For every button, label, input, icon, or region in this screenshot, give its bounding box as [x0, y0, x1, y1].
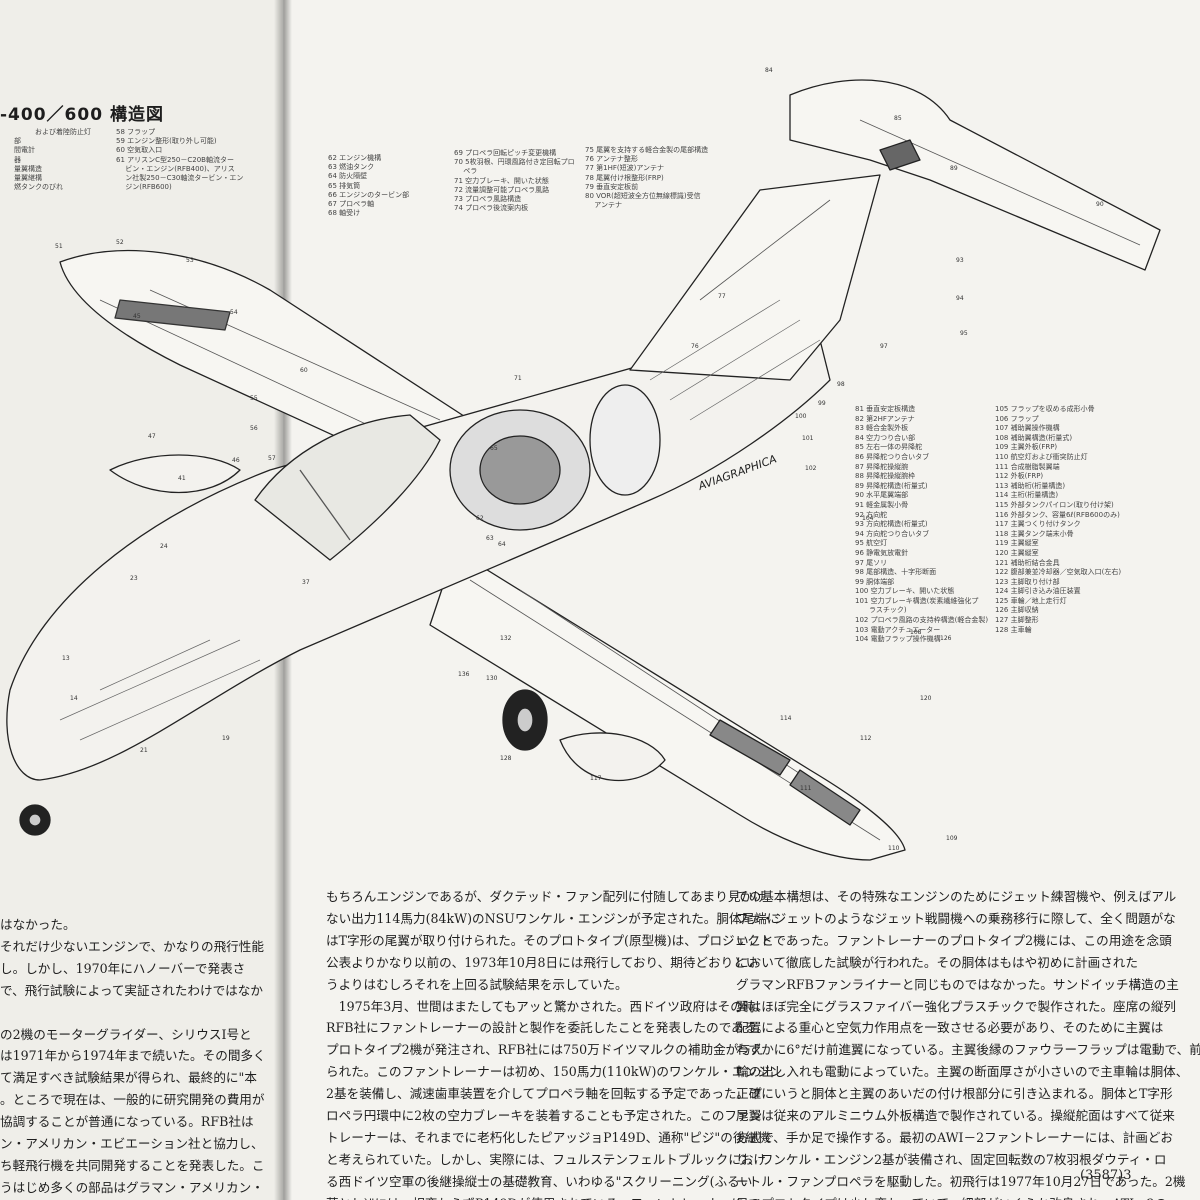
callout-24: 24: [160, 543, 168, 550]
callout-109: 109: [946, 835, 958, 842]
legend-column-c: 62 エンジン機構 63 燃油タンク 64 防火隔壁 65 排気筒 66 エンジ…: [328, 154, 410, 218]
callout-19: 19: [222, 735, 230, 742]
callout-numbers: 13 14 19 21 23 24 37 41 45 46 47 51 52 53 54 55 56 57 60 62…: [55, 67, 1104, 852]
callout-117: 117: [590, 775, 602, 782]
callout-93: 93: [956, 257, 964, 264]
callout-55: 55: [250, 395, 258, 402]
horizontal-tail: [789, 79, 1161, 271]
callout-130: 130: [486, 675, 498, 682]
callout-46: 46: [232, 457, 240, 464]
callout-53: 53: [186, 257, 194, 264]
callout-95: 95: [960, 330, 968, 337]
callout-120: 120: [920, 695, 932, 702]
callout-13: 13: [62, 655, 70, 662]
callout-101: 101: [802, 435, 814, 442]
callout-98: 98: [837, 381, 845, 388]
callout-104: 104: [862, 515, 874, 522]
callout-94: 94: [956, 295, 964, 302]
diagram-title: -400／600 構造図: [0, 105, 164, 125]
callout-14: 14: [70, 695, 78, 702]
callout-62: 62: [476, 515, 484, 522]
callout-84: 84: [765, 67, 773, 74]
callout-132: 132: [500, 635, 512, 642]
legend-column-a: および着陸防止灯 部 間電計 器 量翼構造 量翼継構 燃タンクのびれ: [13, 128, 91, 192]
callout-60: 60: [300, 367, 308, 374]
callout-64: 64: [498, 541, 506, 548]
callout-110: 110: [888, 845, 900, 852]
callout-112: 112: [860, 735, 872, 742]
callout-126: 126: [940, 635, 952, 642]
callout-37: 37: [302, 579, 310, 586]
callout-89: 89: [950, 165, 958, 172]
body-text-middle-column: もちろんエンジンであるが、ダクテッド・ファン配列に付随してあまり見かけ ない出力…: [326, 889, 783, 1200]
callout-100: 100: [795, 413, 807, 420]
callout-71: 71: [514, 375, 522, 382]
legend-column-b: 58 フラップ 59 エンジン整形(取り外し可能) 60 空気取入口 61 アリ…: [116, 128, 244, 192]
callout-108: 108: [910, 629, 922, 636]
callout-21: 21: [140, 747, 148, 754]
callout-99: 99: [818, 400, 826, 407]
callout-76: 76: [691, 343, 699, 350]
callout-57: 57: [268, 455, 276, 462]
callout-54: 54: [230, 309, 238, 316]
callout-45: 45: [133, 313, 141, 320]
callout-111: 111: [800, 785, 812, 792]
callout-56: 56: [250, 425, 258, 432]
callout-136: 136: [458, 671, 470, 678]
callout-47: 47: [148, 433, 156, 440]
callout-114: 114: [780, 715, 792, 722]
callout-77: 77: [718, 293, 726, 300]
callout-41: 41: [178, 475, 186, 482]
callout-102: 102: [805, 465, 817, 472]
legend-column-d: 69 プロペラ回転ピッチ変更機構 70 5枚羽根、円環風路付き定回転プロ ペラ …: [454, 149, 575, 213]
body-text-left-column: はなかった。 それだけ少ないエンジンで、かなりの飛行性能 し。しかし、1970年…: [0, 917, 266, 1195]
canopy: [254, 414, 441, 561]
legend-column-f: 81 垂直安定板構造 82 第2HFアンテナ 83 軽合金製外板 84 空力つり…: [855, 405, 989, 644]
callout-128: 128: [500, 755, 512, 762]
body-text-right-column: ての基本構想は、その特殊なエンジンのためにジェット練習機や、例えばアル ファ・ジ…: [736, 889, 1200, 1200]
external-tank-right: [559, 732, 666, 782]
legend-column-e: 75 尾翼を支持する軽合金製の尾部構造 76 アンテナ整形 77 第1HF(短波…: [585, 146, 709, 210]
callout-63: 63: [486, 535, 494, 542]
callout-23: 23: [130, 575, 138, 582]
callout-90: 90: [1096, 201, 1104, 208]
page-folio: (3587)3: [1080, 1168, 1132, 1183]
callout-52: 52: [116, 239, 124, 246]
callout-51: 51: [55, 243, 63, 250]
vertical-tail: [629, 174, 881, 381]
callout-65: 65: [490, 445, 498, 452]
legend-column-g: 105 フラップを収める成形小骨 106 フラップ 107 補助翼操作機構 10…: [995, 405, 1122, 634]
external-tank-left: [109, 454, 241, 494]
callout-85: 85: [894, 115, 902, 122]
callout-97: 97: [880, 343, 888, 350]
